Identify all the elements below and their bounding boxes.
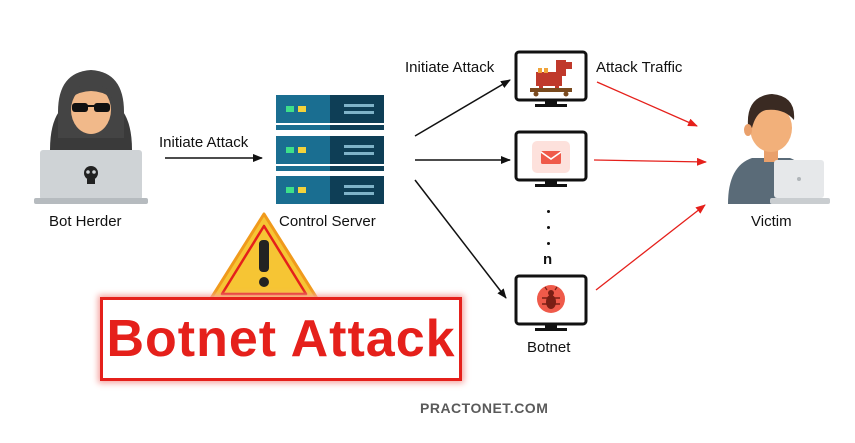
trojan-horse-icon <box>530 60 572 97</box>
ellipsis-dot-3 <box>547 242 550 245</box>
bug-icon <box>537 285 565 313</box>
victim-icon <box>728 94 830 204</box>
title-banner: Botnet Attack <box>100 297 462 381</box>
label-bot-herder: Bot Herder <box>49 213 122 230</box>
label-initiate-attack-right: Initiate Attack <box>405 59 495 76</box>
label-victim: Victim <box>751 213 792 230</box>
mail-icon <box>532 141 570 173</box>
page-title: Botnet Attack <box>106 310 456 368</box>
attack-arrow-1 <box>596 81 698 127</box>
arrow-server-to-bot-1 <box>414 79 511 137</box>
ellipsis-dot-1 <box>547 210 550 213</box>
label-control-server: Control Server <box>279 213 376 230</box>
watermark: PRACTONET.COM <box>420 400 549 416</box>
label-n: n <box>543 251 553 268</box>
label-attack-traffic: Attack Traffic <box>596 59 683 76</box>
arrow-server-to-bot-n <box>414 179 507 299</box>
server-stack-icon <box>276 95 384 204</box>
hacker-icon <box>34 70 148 204</box>
attack-arrow-2 <box>593 157 707 166</box>
ellipsis-dot-2 <box>547 226 550 229</box>
label-initiate-attack-left: Initiate Attack <box>159 134 249 151</box>
warning-icon <box>208 212 320 302</box>
attack-arrow-n <box>595 204 706 291</box>
label-botnet: Botnet <box>527 339 571 356</box>
